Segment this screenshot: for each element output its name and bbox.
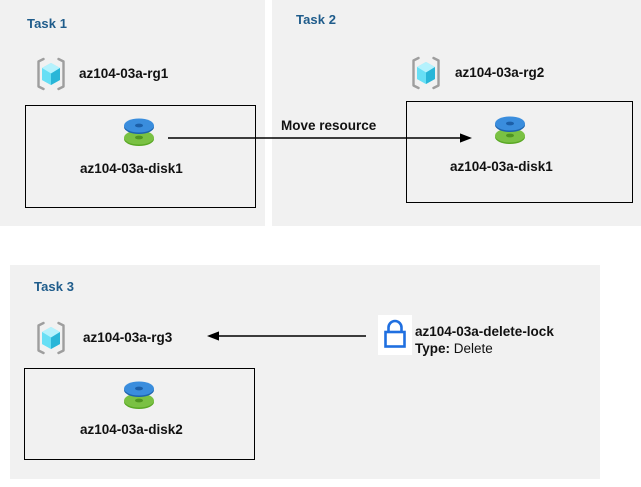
disk-label-task-2: az104-03a-disk1 (450, 159, 553, 174)
resource-group-boundary-task-3 (24, 368, 255, 460)
resource-group-icon (33, 56, 69, 92)
disk-icon (117, 375, 161, 415)
panel-task-3 (10, 265, 600, 479)
resource-group-label-task-3: az104-03a-rg3 (83, 330, 173, 345)
resource-group-boundary-task-2 (406, 101, 633, 203)
connector-apply-lock (207, 331, 366, 341)
lock-name-label: az104-03a-delete-lock (415, 324, 554, 339)
lock-type-row: Type: Delete (415, 341, 493, 356)
resource-group-label-task-2: az104-03a-rg2 (455, 65, 545, 80)
panel-task-1 (0, 0, 265, 226)
disk-label-task-1: az104-03a-disk1 (80, 161, 183, 176)
disk-icon (117, 112, 161, 152)
resource-group-label-task-1: az104-03a-rg1 (79, 66, 169, 81)
resource-group-boundary-task-1 (25, 105, 256, 208)
panel-title-task-2: Task 2 (296, 12, 337, 27)
connector-label-move-resource: Move resource (281, 118, 377, 133)
disk-icon (488, 110, 532, 150)
panel-title-task-1: Task 1 (27, 16, 68, 31)
lock-type-key: Type: (415, 341, 451, 356)
panel-task-2 (272, 0, 641, 226)
disk-label-task-3: az104-03a-disk2 (80, 422, 183, 437)
resource-group-icon (408, 55, 444, 91)
resource-group-icon (33, 320, 69, 356)
lock-type-value: Delete (453, 341, 493, 356)
lock-icon (378, 315, 412, 355)
panel-title-task-3: Task 3 (34, 279, 75, 294)
connector-move-resource (168, 133, 472, 143)
